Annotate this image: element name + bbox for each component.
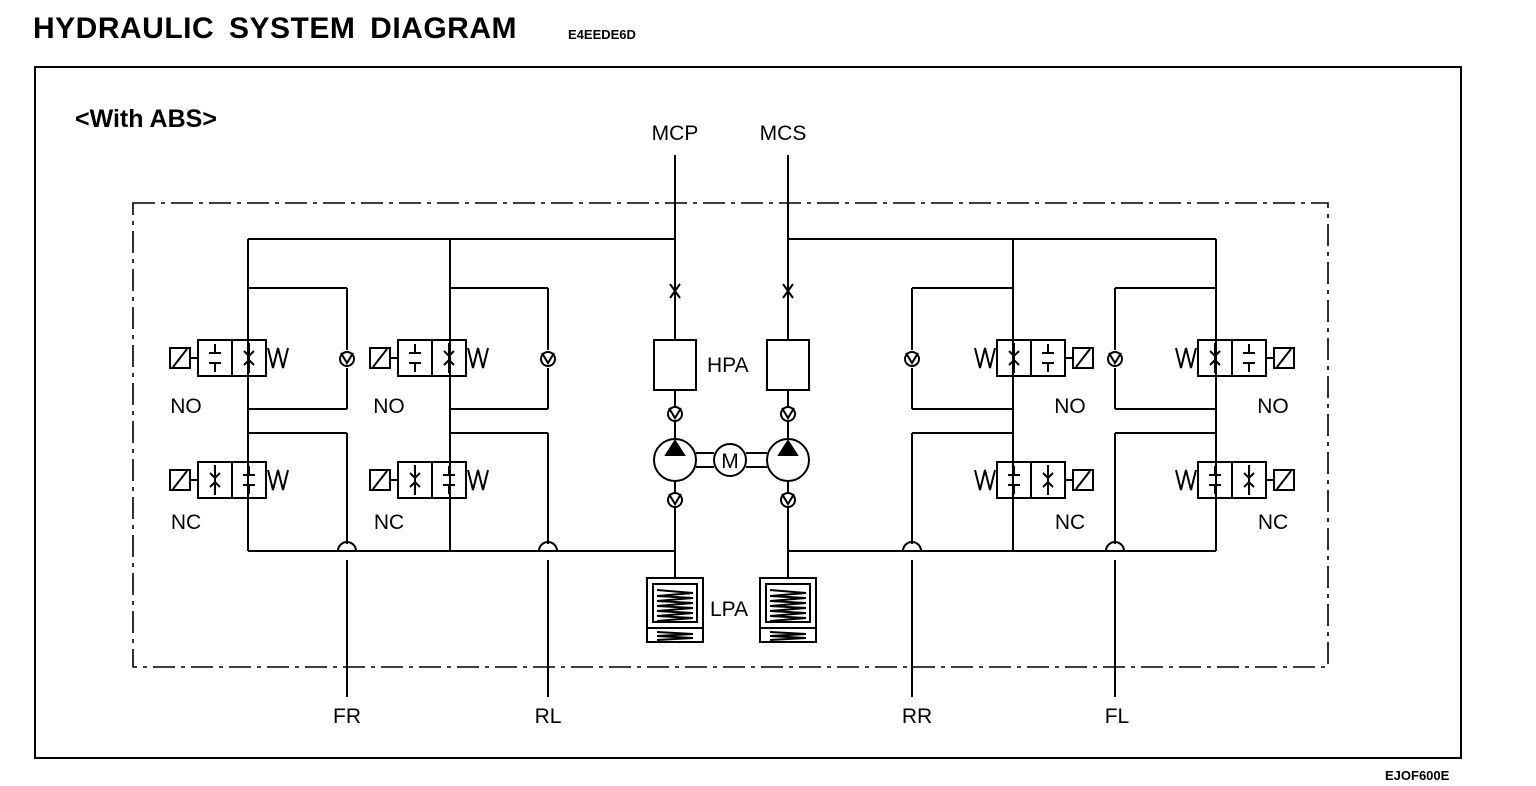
figure-code: EJOF600E: [1385, 768, 1450, 783]
check-valve-pump-s-out: [780, 406, 796, 422]
valve-nc-fl: [1175, 461, 1295, 499]
label-mcs: MCS: [760, 122, 807, 145]
document-code: E4EEDE6D: [568, 27, 636, 42]
label-no-3: NO: [1257, 395, 1289, 418]
label-nc-3: NC: [1258, 511, 1288, 534]
page-title: HYDRAULIC SYSTEM DIAGRAM: [33, 12, 518, 45]
pump-primary: [653, 438, 697, 482]
valve-no-fl: [1175, 339, 1295, 377]
valve-no-rr: [974, 339, 1094, 377]
check-valve-fl: [1107, 351, 1123, 367]
valve-nc-fr: [169, 461, 289, 499]
label-output-fl: FL: [1105, 705, 1130, 728]
label-no-1: NO: [373, 395, 405, 418]
label-no-2: NO: [1054, 395, 1086, 418]
check-valve-pump-p-in: [667, 492, 683, 508]
label-hpa: HPA: [707, 354, 749, 377]
label-motor: M: [721, 450, 739, 473]
valve-nc-rr: [974, 461, 1094, 499]
diagram-labels: MCP MCS HPA LPA M FR RL RR FL NO NC NO NC NO NC NO NC: [170, 122, 1289, 728]
check-valve-pump-p-out: [667, 406, 683, 422]
valve-no-rl: [369, 339, 489, 377]
hpa-primary: [653, 339, 697, 391]
valve-nc-rl: [369, 461, 489, 499]
diagram-subtitle: <With ABS>: [75, 105, 217, 133]
label-mcp: MCP: [652, 122, 699, 145]
label-nc-2: NC: [1055, 511, 1085, 534]
label-nc-1: NC: [374, 511, 404, 534]
check-valve-rl: [540, 351, 556, 367]
pump-secondary: [766, 438, 810, 482]
lpa-secondary: [759, 577, 817, 643]
valve-no-fr: [169, 339, 289, 377]
label-output-rl: RL: [535, 705, 562, 728]
check-valve-rr: [904, 351, 920, 367]
lpa-primary: [646, 577, 704, 643]
label-no-0: NO: [170, 395, 202, 418]
check-valve-pump-s-in: [780, 492, 796, 508]
frame: [34, 66, 1462, 759]
hpa-secondary: [766, 339, 810, 391]
motor: [713, 443, 747, 477]
label-output-rr: RR: [902, 705, 932, 728]
label-lpa: LPA: [710, 598, 748, 621]
label-nc-0: NC: [171, 511, 201, 534]
label-output-fr: FR: [333, 705, 361, 728]
hydraulic-control-unit: [169, 155, 1295, 697]
check-valve-fr: [339, 351, 355, 367]
